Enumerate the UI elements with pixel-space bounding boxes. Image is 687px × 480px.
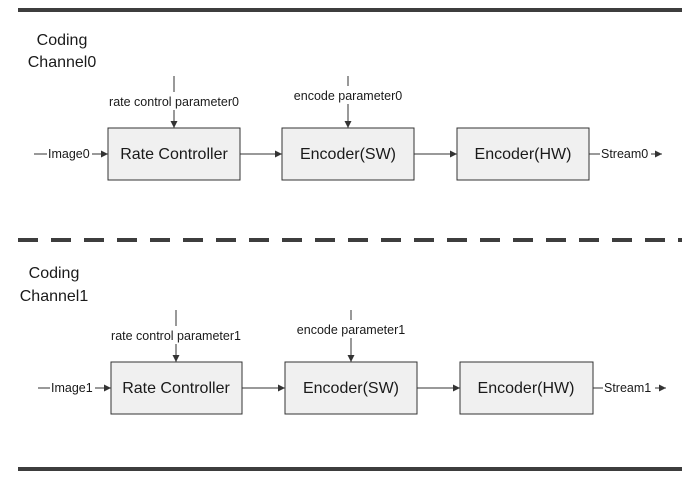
channel-0-encoder-hw-label: Encoder(HW) — [475, 146, 572, 163]
channel-1-output-label: Stream1 — [604, 381, 651, 395]
channel-0-encoder-sw-label: Encoder(SW) — [300, 146, 396, 163]
channel-1-encoder-hw-block — [459, 361, 594, 415]
channel-1-encoder-sw-block — [284, 361, 418, 415]
channel-0-encode-parameter: encode parameter0 — [294, 89, 402, 103]
channel-0-title-line2: Channel0 — [28, 54, 97, 71]
channel-1-encoder-hw-label: Encoder(HW) — [478, 380, 575, 397]
channel-0-input-label: Image0 — [48, 147, 90, 161]
channel-1-rate-controller-label: Rate Controller — [122, 380, 230, 397]
channel-0-encoder-sw-block — [281, 127, 415, 181]
channel-1-encode-parameter: encode parameter1 — [297, 323, 405, 337]
channel-1-encoder-sw-label: Encoder(SW) — [303, 380, 399, 397]
channel-0-encoder-hw-block — [456, 127, 590, 181]
channel-1-rate-control-parameter: rate control parameter1 — [111, 329, 241, 343]
channel-0: Coding Channel0 rate control parameter0 … — [28, 32, 662, 181]
channel-1-title-line1: Coding — [29, 265, 80, 282]
channel-0-output-label: Stream0 — [601, 147, 648, 161]
channel-0-title-line1: Coding — [37, 32, 88, 49]
channel-1-title-line2: Channel1 — [20, 288, 89, 305]
channel-1-rate-controller-block — [110, 361, 243, 415]
channel-0-rate-controller-label: Rate Controller — [120, 146, 228, 163]
channel-1-input-label: Image1 — [51, 381, 93, 395]
channel-0-rate-control-parameter: rate control parameter0 — [109, 95, 239, 109]
channel-1: Coding Channel1 rate control parameter1 … — [20, 265, 666, 415]
